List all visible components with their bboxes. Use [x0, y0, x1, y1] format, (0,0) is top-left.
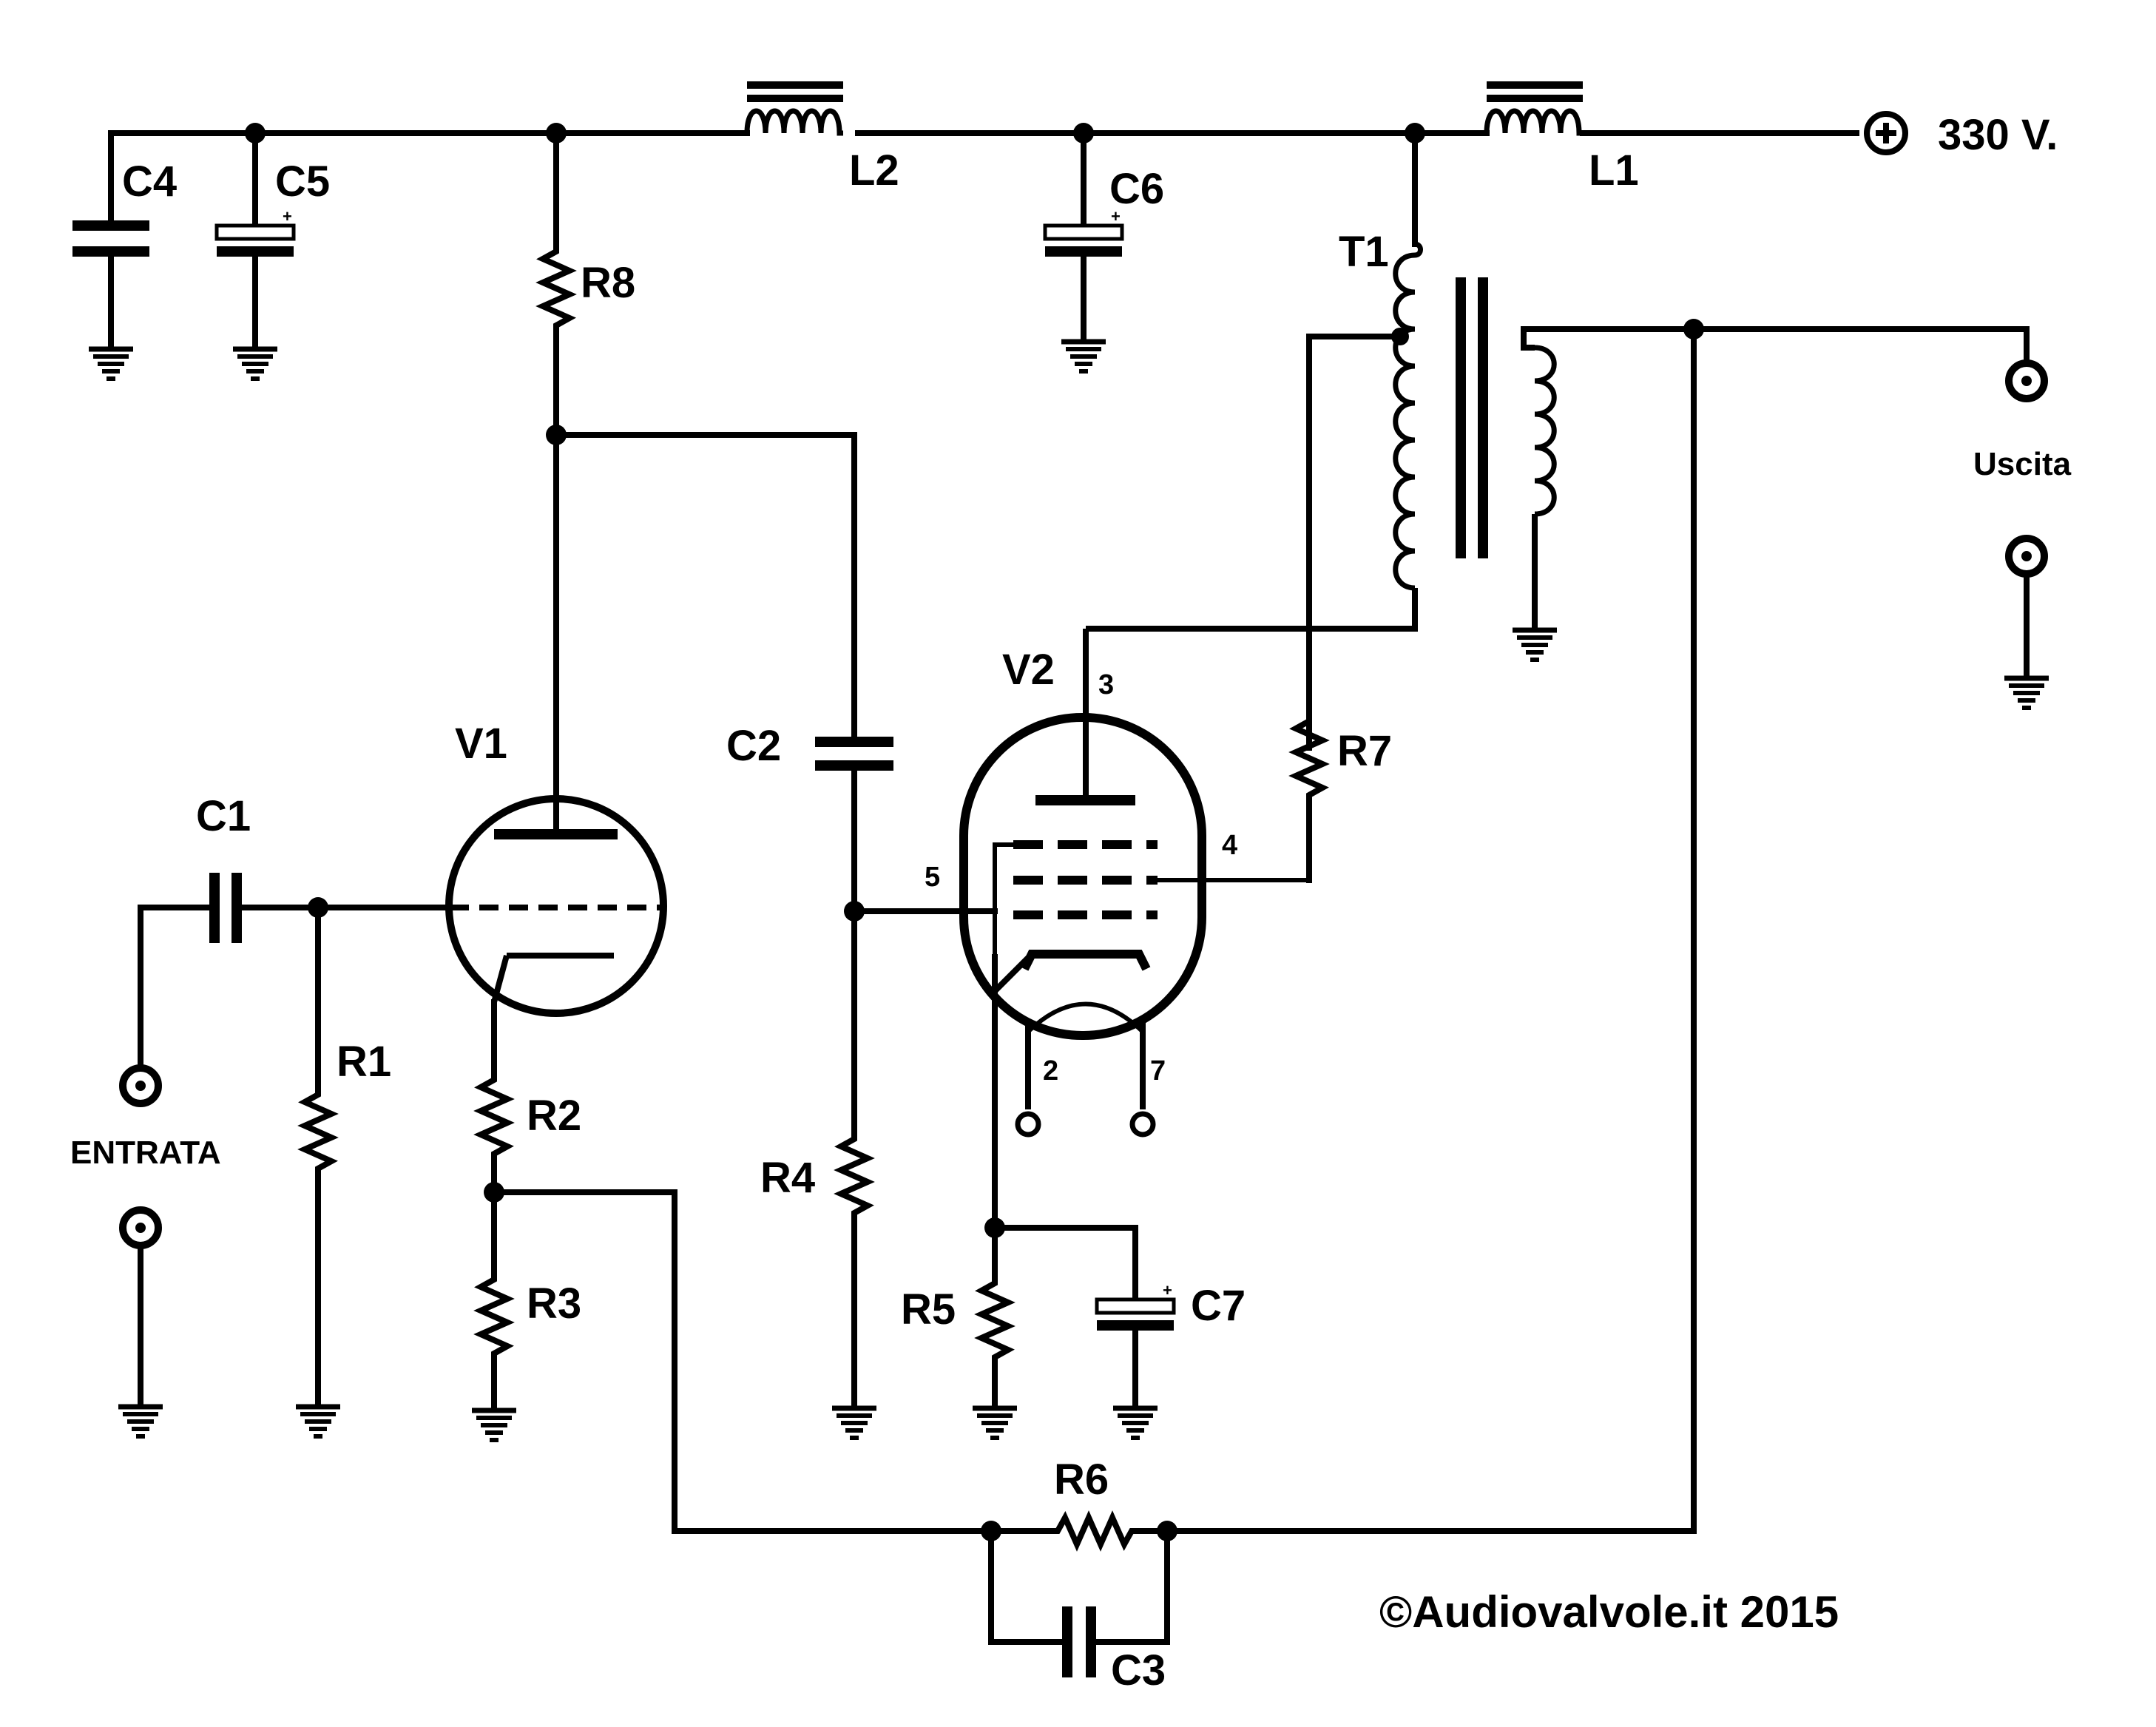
label-r1: R1 [337, 1038, 391, 1086]
output-terminal-hot[interactable] [2005, 359, 2048, 402]
label-c3: C3 [1111, 1646, 1166, 1694]
label-v2: V2 [1002, 646, 1055, 694]
output-terminal-ground[interactable] [2004, 535, 2049, 708]
label-r3: R3 [527, 1280, 581, 1328]
resistor-r1 [296, 905, 340, 1436]
tube-v2 [959, 629, 1309, 1138]
supply-rail [108, 123, 1859, 143]
supply-terminal [1864, 111, 1908, 155]
supply-voltage-label: 330 V. [1938, 111, 2058, 159]
svg-text:+: + [283, 207, 292, 226]
capacitor-c1 [138, 873, 453, 943]
transformer-t1 [1086, 130, 2030, 751]
resistor-r2 [481, 999, 677, 1534]
label-c5: C5 [275, 158, 330, 206]
resistor-r3 [472, 1272, 516, 1440]
resistor-r8 [543, 130, 857, 805]
label-r4: R4 [760, 1154, 815, 1202]
pin-4-label: 4 [1222, 830, 1237, 861]
pin-2-label: 2 [1043, 1055, 1058, 1086]
label-t1: T1 [1339, 228, 1389, 276]
label-c2: C2 [726, 722, 781, 770]
svg-text:+: + [1111, 207, 1121, 226]
pin-3-label: 3 [1098, 669, 1114, 700]
capacitor-c6: + [1043, 130, 1124, 371]
resistor-r7 [1296, 714, 1322, 883]
label-c1: C1 [196, 792, 251, 840]
tube-v1 [445, 795, 667, 1017]
label-c6: C6 [1109, 165, 1164, 213]
capacitor-c7: + [992, 1225, 1176, 1438]
resistor-r5 [973, 1033, 1017, 1438]
label-v1: V1 [455, 720, 507, 768]
input-label: ENTRATA [70, 1135, 221, 1171]
label-r7: R7 [1337, 727, 1392, 775]
copyright-text: ©Audiovalvole.it 2015 [1379, 1587, 1839, 1637]
label-r6: R6 [1054, 1456, 1109, 1504]
feedback-network [672, 326, 1697, 1677]
label-c7: C7 [1191, 1282, 1246, 1330]
label-r2: R2 [527, 1092, 581, 1140]
label-c4: C4 [122, 158, 177, 206]
svg-text:+: + [1163, 1281, 1172, 1300]
resistor-r4 [832, 1132, 876, 1438]
output-label: Uscita [1973, 446, 2072, 482]
label-r5: R5 [901, 1285, 956, 1334]
capacitor-c5: + [214, 130, 296, 379]
input-terminal-ground[interactable] [118, 1206, 163, 1436]
label-l2: L2 [849, 146, 899, 195]
input-terminal-hot[interactable] [119, 905, 162, 1107]
pin-7-label: 7 [1150, 1055, 1166, 1086]
inductor-l2 [744, 81, 843, 136]
capacitor-c4 [72, 130, 149, 379]
inductor-l1 [1484, 81, 1583, 136]
capacitor-c2 [815, 432, 998, 1135]
label-r8: R8 [581, 259, 635, 307]
label-l1: L1 [1589, 146, 1639, 195]
pin-5-label: 5 [925, 862, 940, 893]
